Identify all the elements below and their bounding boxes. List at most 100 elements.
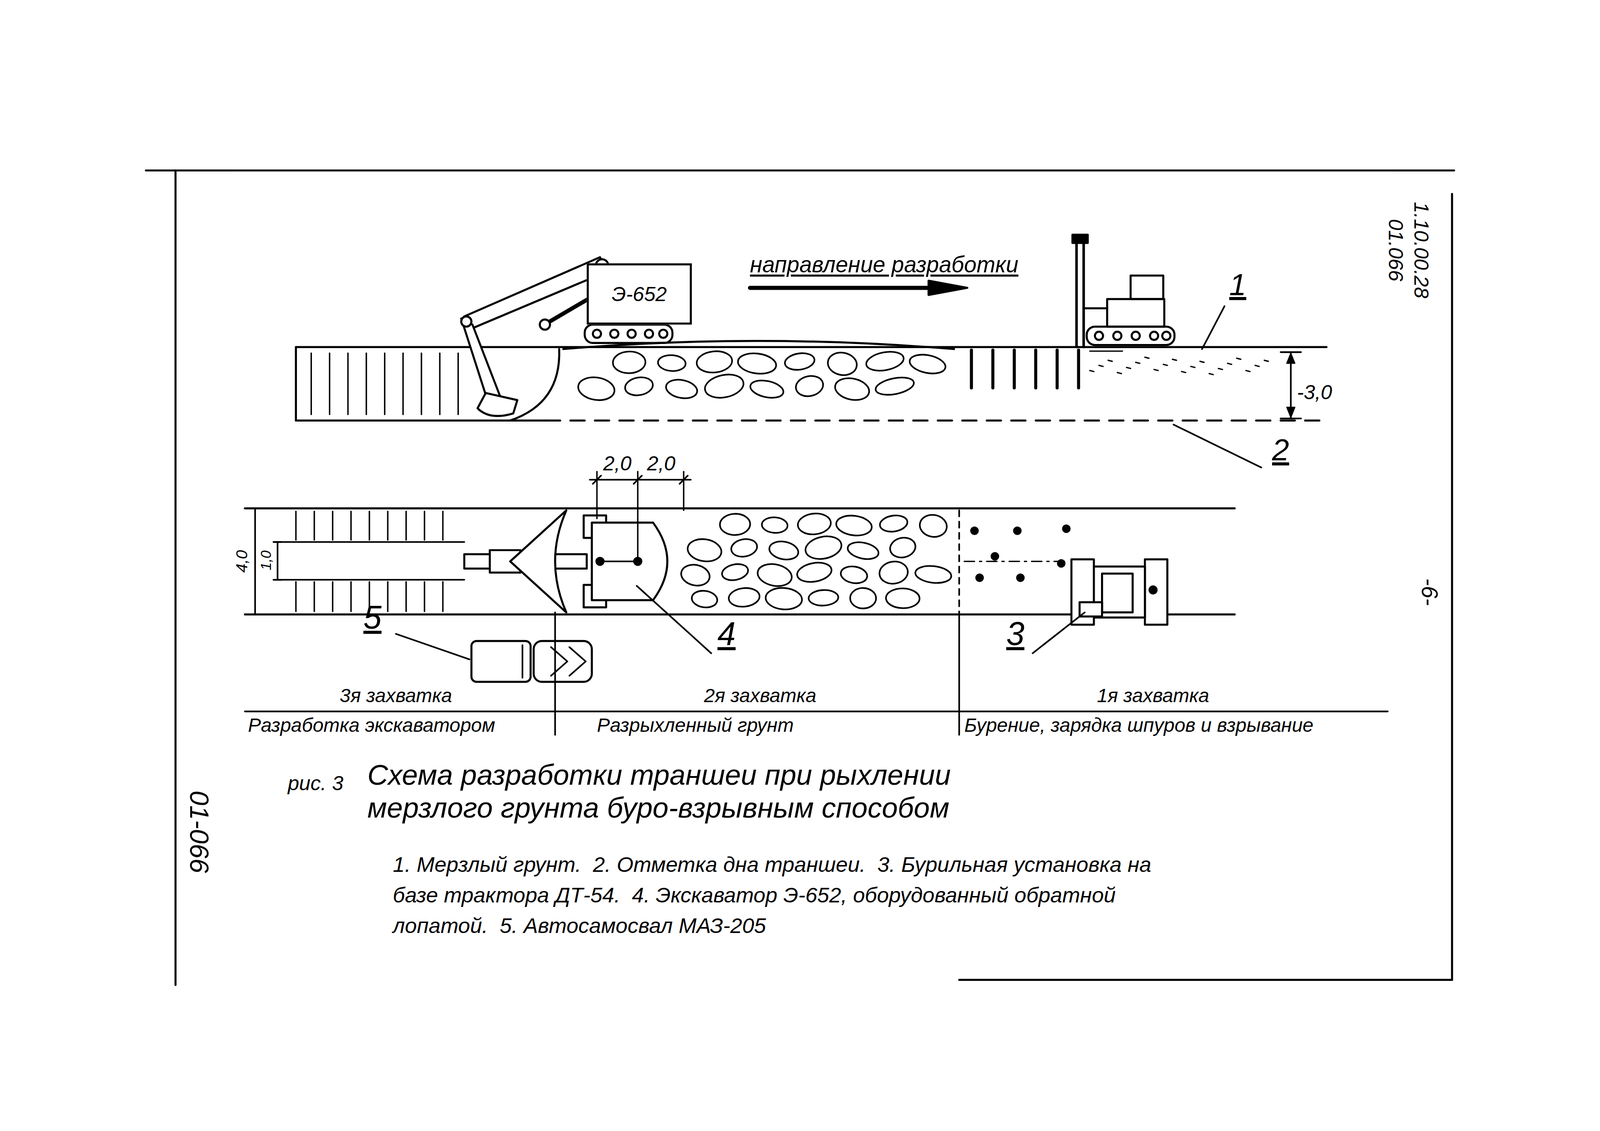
dimension-line [276,541,279,580]
frame-line [145,169,1455,172]
frozen-soil-hatch [1135,362,1140,364]
callout-number: 4 [717,616,736,653]
loosened-soil-lump-plan [850,587,877,608]
dimension-extension [682,471,685,511]
dimension-tick [679,475,688,484]
frozen-soil-hatch [1089,350,1123,352]
loosened-soil-lump [576,374,617,403]
blast-hole-plan [1017,574,1024,581]
loosened-soil-lump [695,349,733,375]
drill-mast [1082,240,1086,348]
loosened-soil-lump-plan [885,587,920,609]
frozen-soil-hatch [1218,368,1223,370]
trench-plan-hatch [295,511,297,541]
frozen-soil-hatch [1163,364,1168,366]
excavator-boom [464,257,608,329]
excavator-stick [461,318,500,401]
drill-rig-track [1086,326,1175,345]
zone-boundary [958,510,961,613]
loosened-soil-lump-plan [835,513,873,538]
legend-note: 2. Отметка дна траншеи. [592,851,866,876]
loosened-soil-lump-plan [914,564,953,585]
drill-rig-cab-plan [1101,573,1133,613]
stick-joint [461,316,472,327]
trench-wall-hatch [328,353,331,415]
frame-line [1450,193,1453,980]
blast-hole [1076,349,1081,388]
loosened-soil-lump-plan [877,559,910,586]
figure-title: Схема разработки траншеи при рыхлении ме… [367,759,1041,825]
frozen-soil-hatch [1172,359,1177,361]
loosened-soil-lump-plan [803,533,844,562]
dimension-arrow [1286,407,1295,418]
track-wheel [1113,331,1122,340]
loosened-soil-lump-plan [685,536,723,564]
drill-mast-head [1072,234,1088,244]
loosened-soil-lump [702,371,746,401]
leader-line [1032,612,1085,653]
drill-mast [1075,240,1078,348]
dump-truck-body [471,640,531,682]
frozen-soil-hatch [1255,365,1260,367]
blast-hole-plan [976,574,983,581]
sheet-code: 01.066 [1384,218,1408,282]
track-wheel [659,329,668,338]
loosened-soil-lump [832,375,872,404]
loosened-soil-lump [748,377,786,401]
loosened-soil-lump [908,351,948,377]
loosened-soil-lump-plan [878,513,909,534]
dump-truck-detail [521,644,524,678]
loosened-soil-lump [736,351,778,376]
dimension-line [254,508,257,615]
drill-rig-track-plan [1144,559,1168,625]
loosened-soil-lump [825,350,859,378]
loosened-soil-lump [794,373,826,399]
blast-hole [991,349,995,388]
legend-note: 5. Автосамосвал МАЗ-205 [499,913,767,937]
loosened-soil-lump-plan [719,513,751,536]
loosened-soil-lump-plan [796,511,832,536]
zone-title: 3я захватка [339,685,452,707]
frozen-soil-hatch [1209,373,1214,375]
loosened-soil-lump-plan [720,561,750,583]
trench-wall-hatch [310,353,312,415]
trench-plan-hatch [387,581,389,612]
legend-notes: 1. Мерзлый грунт. 2. Отметка дна траншеи.… [392,848,1199,941]
loosened-soil-lump [664,377,699,401]
frozen-soil-hatch [1099,365,1104,367]
machine-mark: Э-652 [611,282,667,306]
track-wheel [627,329,636,338]
trench-plan-hatch [387,511,389,541]
loosened-soil-lump-plan [767,539,800,562]
track-wheel [1131,331,1140,340]
trench-bottom-mark [545,419,1327,422]
loosened-soil-lump-plan [727,586,761,608]
excavator-axis [599,560,638,563]
cylinder-joint [540,319,551,330]
trench-plan-hatch [368,511,370,541]
callout-number: 5 [363,599,382,636]
frame-line [959,978,1453,981]
loosened-soil-lump [612,350,646,374]
loosened-soil-lump [623,374,655,398]
dimension-label: 1,0 [258,550,275,571]
loosened-soil-lump [657,354,687,372]
frozen-soil-hatch [1181,371,1186,373]
dimension-extension [637,471,639,558]
blast-hole-plan [1063,525,1070,532]
excavator-house: Э-652 [586,263,692,325]
dimension-label: -3,0 [1297,380,1333,403]
trench-wall-hatch [347,353,349,415]
trench-wall-hatch [402,353,404,415]
zone-title: 2я захватка [704,685,817,707]
trench-plan-hatch [423,581,426,612]
trench-edge-line [244,507,1235,510]
legend-note: 1. Мерзлый грунт. [392,851,582,876]
frozen-soil-hatch [1246,370,1251,372]
dimension-tick [249,507,262,510]
loosened-soil-lump-plan [761,516,788,534]
leader-line [636,585,712,654]
dimension-arrow [1286,353,1295,364]
blast-hole-plan [1013,527,1021,534]
